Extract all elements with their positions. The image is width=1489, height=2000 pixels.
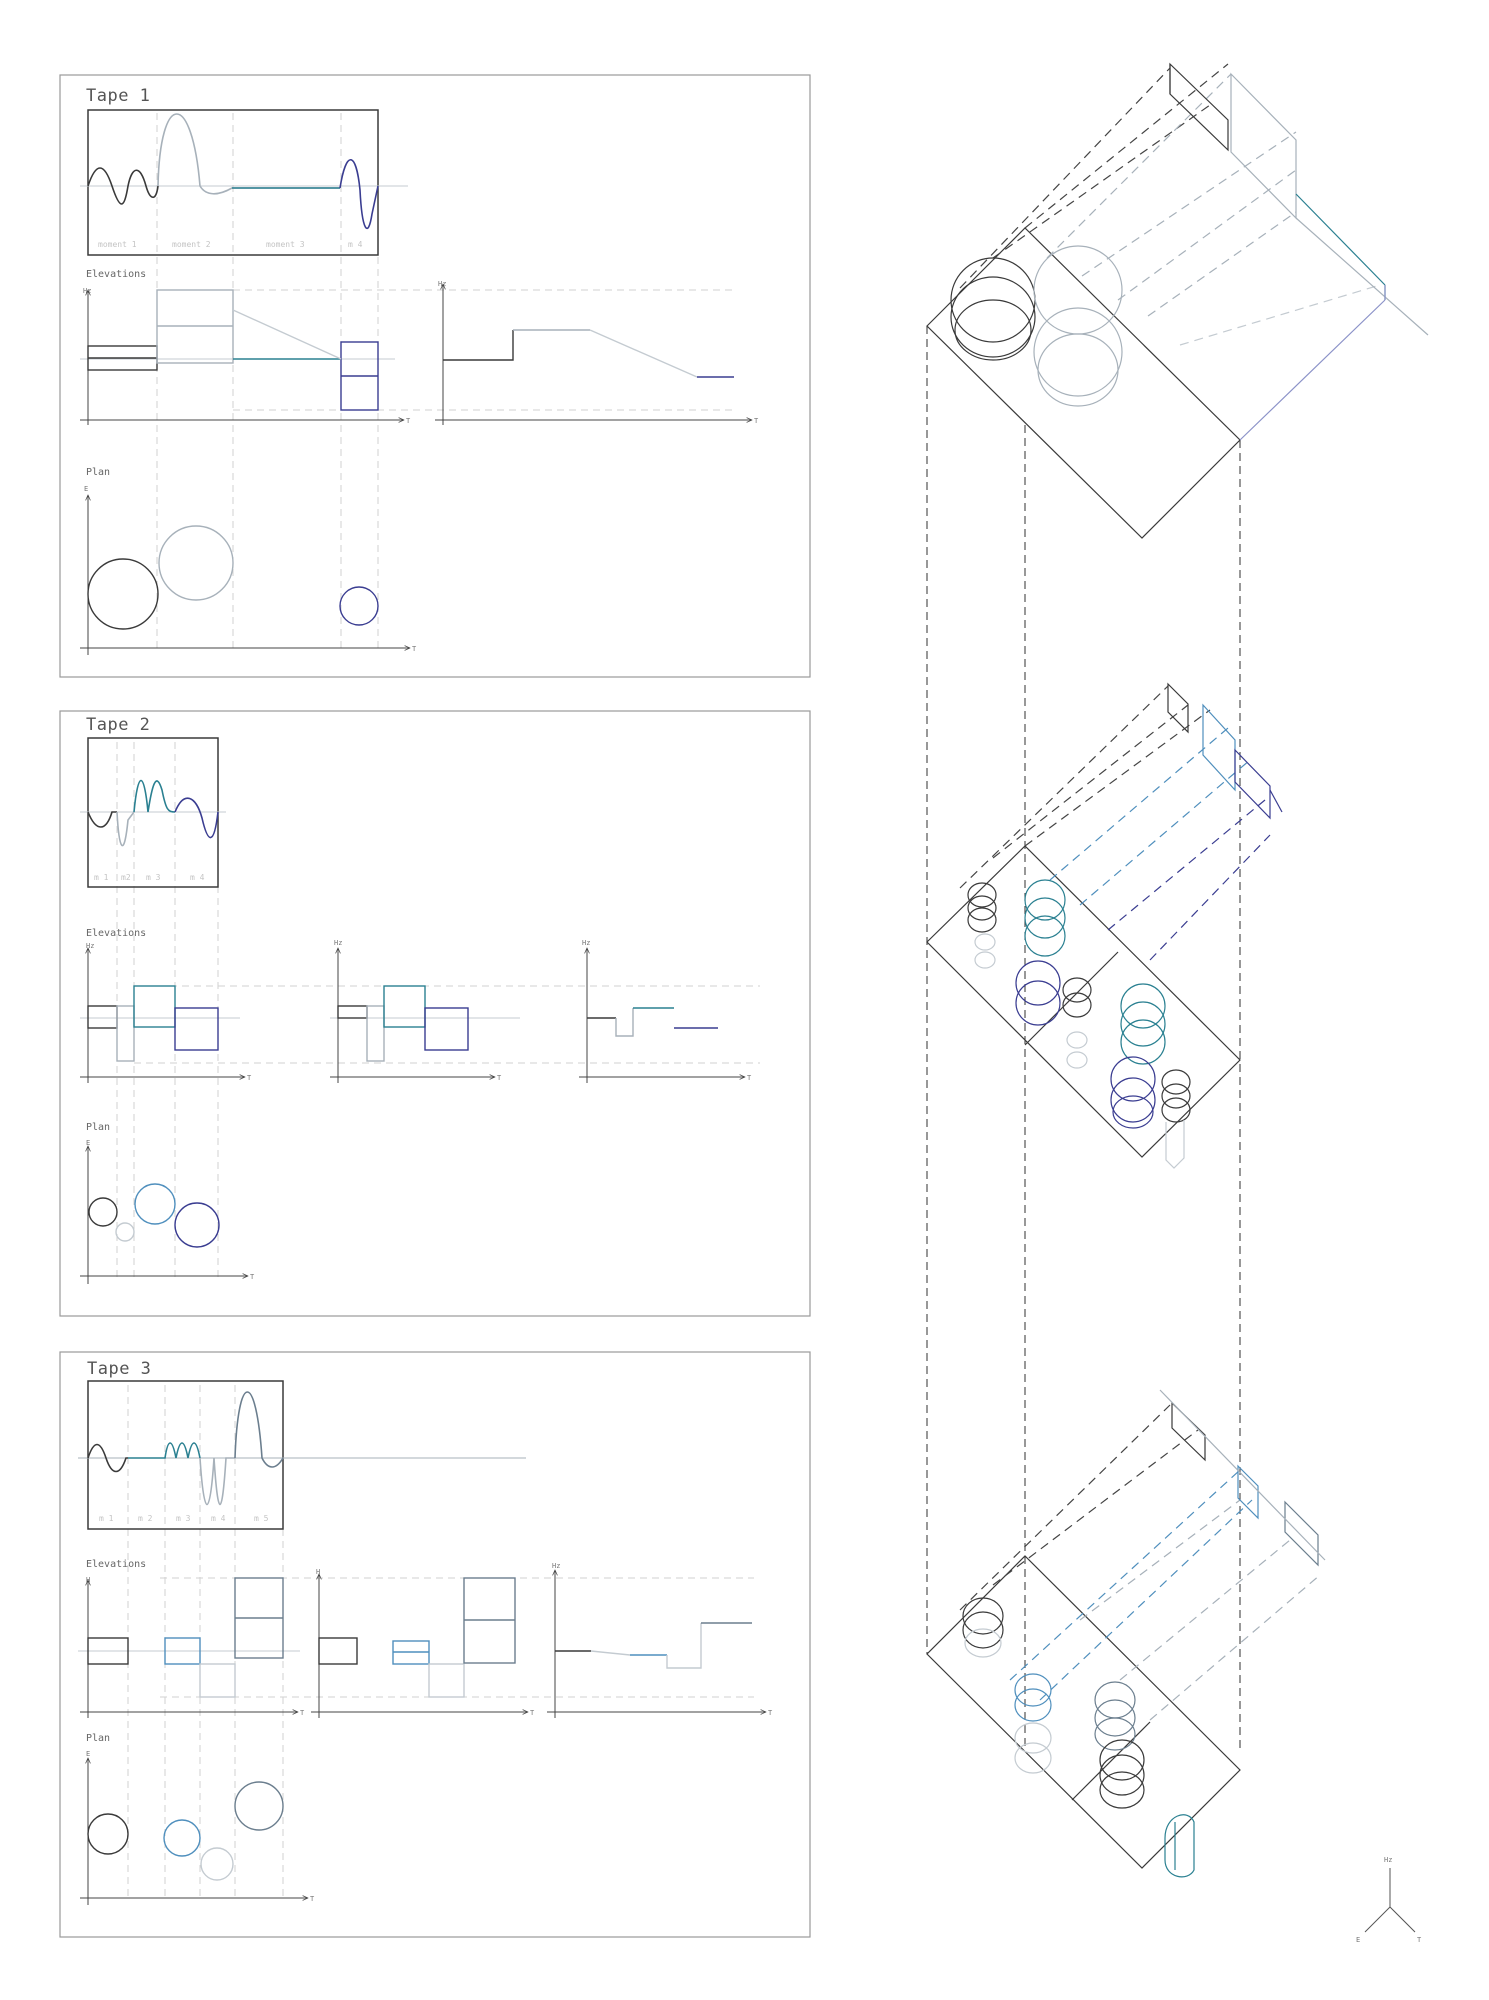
tape-3-moment-labels: m 1 m 2 m 3 m 4 m 5 [99,1514,269,1523]
tape-3-frame [59,1351,811,1938]
tape-3-title: Tape 3 [87,1359,151,1379]
svg-text:E: E [86,1139,90,1147]
tape-1-step-profile [443,329,734,378]
svg-text:T: T [300,1709,305,1717]
gizmo-right-label: T [1417,1936,1422,1944]
tape-1-elevation-blocks [87,289,379,411]
tape-2-elevations-label: Elevations [86,928,146,939]
svg-text:m 1: m 1 [99,1514,114,1523]
svg-text:T: T [768,1709,773,1717]
tape-1-elevations-label: Elevations [86,269,146,280]
svg-text:Hz: Hz [552,1562,560,1570]
axes-gizmo [1364,1868,1416,1933]
tape-3-plan-circles [87,1781,284,1881]
svg-text:T: T [250,1273,255,1281]
svg-text:T: T [530,1709,535,1717]
tape-2-elevation-a [87,985,219,1062]
svg-text:m 4: m 4 [211,1514,226,1523]
tape-1-waveform-box [87,109,379,256]
svg-text:T: T [497,1074,502,1082]
tape-3-elevation-a [87,1577,284,1698]
tape-3-elevations-label: Elevations [86,1559,146,1570]
svg-text:m 2: m 2 [138,1514,153,1523]
svg-text:m 1: m 1 [94,873,109,882]
svg-text:T: T [754,417,759,425]
tape-1-plan-label: Plan [86,467,110,478]
tape-1-title: Tape 1 [86,86,150,106]
svg-text:Hz: Hz [334,939,342,947]
gizmo-up-label: Hz [1384,1856,1392,1864]
tape-2-panel: Tape 2 m 1 m2 m 3 m 4 Elevations Hz [59,710,811,1317]
svg-text:T: T [412,645,417,653]
svg-text:m 4: m 4 [348,240,363,249]
tape-1-plan-circles [87,525,379,630]
tape-1-moment-labels: moment 1 moment 2 moment 3 m 4 [98,240,363,249]
tape-3-panel: Tape 3 m 1 m 2 m 3 m 4 m 5 Elevations [59,1351,811,1938]
tape-2-moment-labels: m 1 m2 m 3 m 4 [94,873,205,882]
svg-text:T: T [747,1074,752,1082]
tape-3-elevation-b [318,1577,516,1698]
axo-module-3 [926,1389,1326,1878]
tape-3-plan-label: Plan [86,1733,110,1744]
svg-text:m 3: m 3 [146,873,161,882]
tape-1-frame [59,74,811,678]
tape-3-waveform [87,1391,284,1506]
svg-text:m 4: m 4 [190,873,205,882]
svg-text:T: T [247,1074,252,1082]
axo-module-2 [926,682,1283,1169]
tape-2-step-profile [587,1007,718,1037]
axo-module-1 [926,62,1429,539]
tape-1-moment-guides [156,113,379,650]
svg-text:Hz: Hz [438,280,446,288]
tape-2-frame [59,710,811,1317]
tape-1-panel: Tape 1 moment 1 moment 2 moment 3 m 4 El… [59,74,811,678]
tape-3-moment-guides [127,1385,284,1900]
svg-text:m 3: m 3 [176,1514,191,1523]
tape-2-elevation-b [337,985,469,1062]
svg-text:T: T [310,1895,315,1903]
gizmo-left-label: E [1356,1936,1360,1944]
svg-text:m 5: m 5 [254,1514,269,1523]
svg-text:Hz: Hz [86,942,94,950]
tape-1-hz-label: Hz [83,287,91,295]
tape-3-step-profile [555,1622,752,1669]
svg-text:m2: m2 [121,873,131,882]
axo-vertical-connectors [926,326,1241,1751]
svg-text:E: E [86,1750,90,1758]
tape-3-waveform-box [87,1380,284,1530]
tape-2-plan-circles [88,1183,220,1248]
svg-text:moment 2: moment 2 [172,240,211,249]
tape-1-elev-range-lines [233,289,733,411]
tape-2-waveform [87,779,219,847]
tape-2-plan-label: Plan [86,1122,110,1133]
svg-text:Hz: Hz [582,939,590,947]
tape-1-waveform [87,113,379,230]
axonometric-drawing: Hz E T [926,62,1429,1944]
svg-text:H: H [316,1568,320,1576]
svg-text:T: T [406,417,411,425]
svg-text:moment 3: moment 3 [266,240,305,249]
svg-text:moment 1: moment 1 [98,240,137,249]
svg-text:E: E [84,485,88,493]
tape-2-title: Tape 2 [86,715,150,735]
